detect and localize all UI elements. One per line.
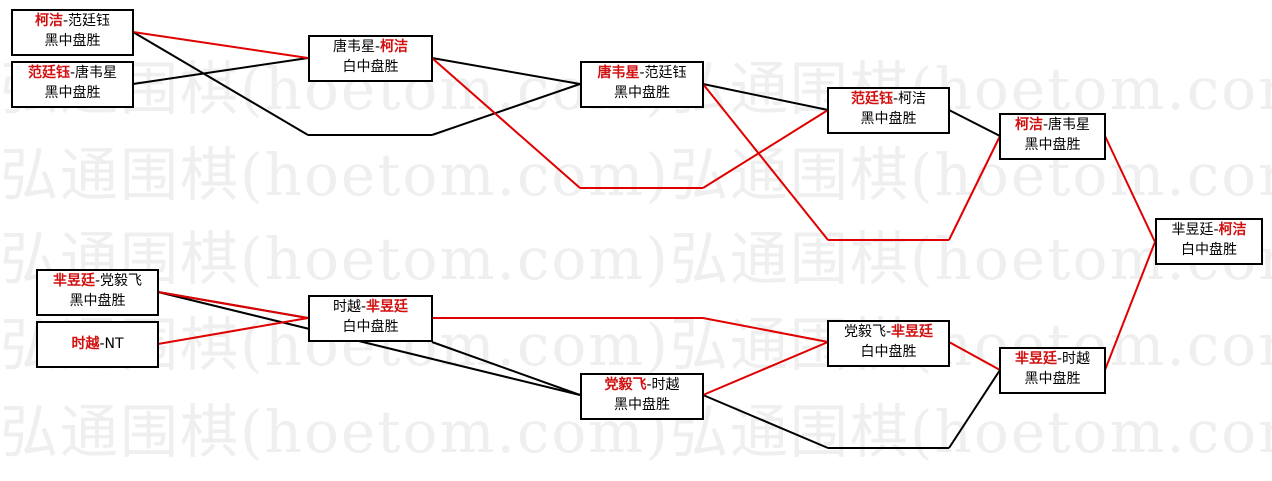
match-result: 黑中盘胜 [1024,137,1081,153]
match-box-r1d: 时越-NT [36,321,159,368]
bracket-line [132,31,309,136]
bracket-line [948,369,1001,449]
match-players: 唐韦星-柯洁 [332,39,409,55]
match-box-s3a: 范廷钰-柯洁 黑中盘胜 [827,87,950,134]
match-players: 柯洁-范廷钰 [34,13,111,29]
match-box-l2b: 党毅飞-时越 黑中盘胜 [580,373,704,420]
match-result: 黑中盘胜 [69,293,126,309]
match-box-s4b: 芈昱廷-时越 黑中盘胜 [999,347,1106,394]
match-box-w2a: 唐韦星-柯洁 白中盘胜 [308,35,433,82]
bracket-line [702,317,829,343]
match-result: 黑中盘胜 [614,85,670,101]
bracket-line [431,57,581,85]
match-players: 芈昱廷-党毅飞 [52,273,143,289]
match-box-final: 芈昱廷-柯洁 白中盘胜 [1155,218,1263,265]
bracket-line [132,57,309,85]
bracket-line [157,317,309,345]
bracket-line [702,394,829,449]
bracket-line [431,83,581,136]
match-box-r1a: 柯洁-范廷钰 黑中盘胜 [11,9,134,56]
match-players: 党毅飞-时越 [604,377,680,393]
match-players: 党毅飞-芈昱廷 [843,324,934,340]
bracket-line [702,83,829,241]
match-result: 黑中盘胜 [44,85,101,101]
bracket-line [702,83,829,111]
match-result: 黑中盘胜 [1024,371,1081,387]
match-box-r1c: 芈昱廷-党毅飞 黑中盘胜 [36,269,159,316]
match-players: 芈昱廷-柯洁 [1171,222,1247,238]
watermark-row: 弘通围棋(hoetom.com)弘通围棋(hoetom.com) [0,225,1272,293]
match-box-s3b: 党毅飞-芈昱廷 白中盘胜 [827,320,950,367]
bracket-line [702,341,829,396]
match-box-l2a: 唐韦星-范廷钰 黑中盘胜 [580,61,704,108]
bracket-line [702,109,829,189]
winner-lines [132,31,1156,396]
bracket-line [948,135,1001,241]
match-result: 白中盘胜 [342,59,399,75]
bracket-line [431,341,581,396]
match-result: 黑中盘胜 [614,397,670,413]
match-box-w2b: 时越-芈昱廷 白中盘胜 [308,295,433,342]
bracket-line [157,291,309,319]
match-result: 白中盘胜 [860,344,917,360]
match-players: 柯洁-唐韦星 [1014,117,1091,133]
bracket-line [431,57,581,189]
bracket-line [948,109,1001,137]
match-result: 黑中盘胜 [44,33,101,49]
match-box-r1b: 范廷钰-唐韦星 黑中盘胜 [11,61,134,108]
match-result: 白中盘胜 [342,319,399,335]
match-players: 范廷钰-柯洁 [850,91,927,107]
bracket-line [1104,135,1156,243]
match-box-s4a: 柯洁-唐韦星 黑中盘胜 [999,113,1106,160]
bracket-line [1104,241,1156,371]
bracket-line [157,291,581,396]
bracket-line [948,341,1001,371]
match-players: 时越-NT [71,336,124,352]
match-result: 白中盘胜 [1181,242,1237,258]
bracket-line [132,31,309,59]
match-players: 时越-芈昱廷 [332,299,409,315]
match-players: 范廷钰-唐韦星 [27,65,118,81]
match-result: 黑中盘胜 [860,111,917,127]
match-players: 唐韦星-范廷钰 [597,65,687,81]
match-players: 芈昱廷-时越 [1014,351,1091,367]
